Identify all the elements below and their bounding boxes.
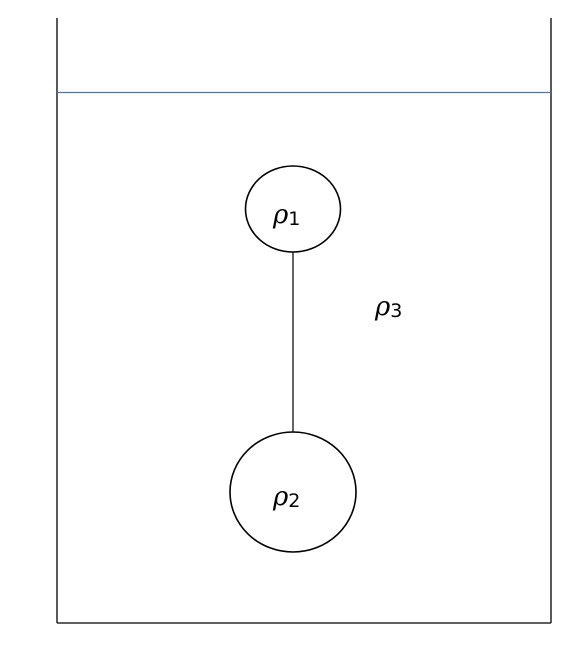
liquid-density-label: ρ3 [374, 292, 402, 322]
upper-ball-density-label: ρ1 [272, 200, 300, 230]
upper-ball [244, 165, 342, 253]
lower-ball-density-label: ρ2 [272, 482, 300, 512]
lower-ball [229, 431, 357, 553]
